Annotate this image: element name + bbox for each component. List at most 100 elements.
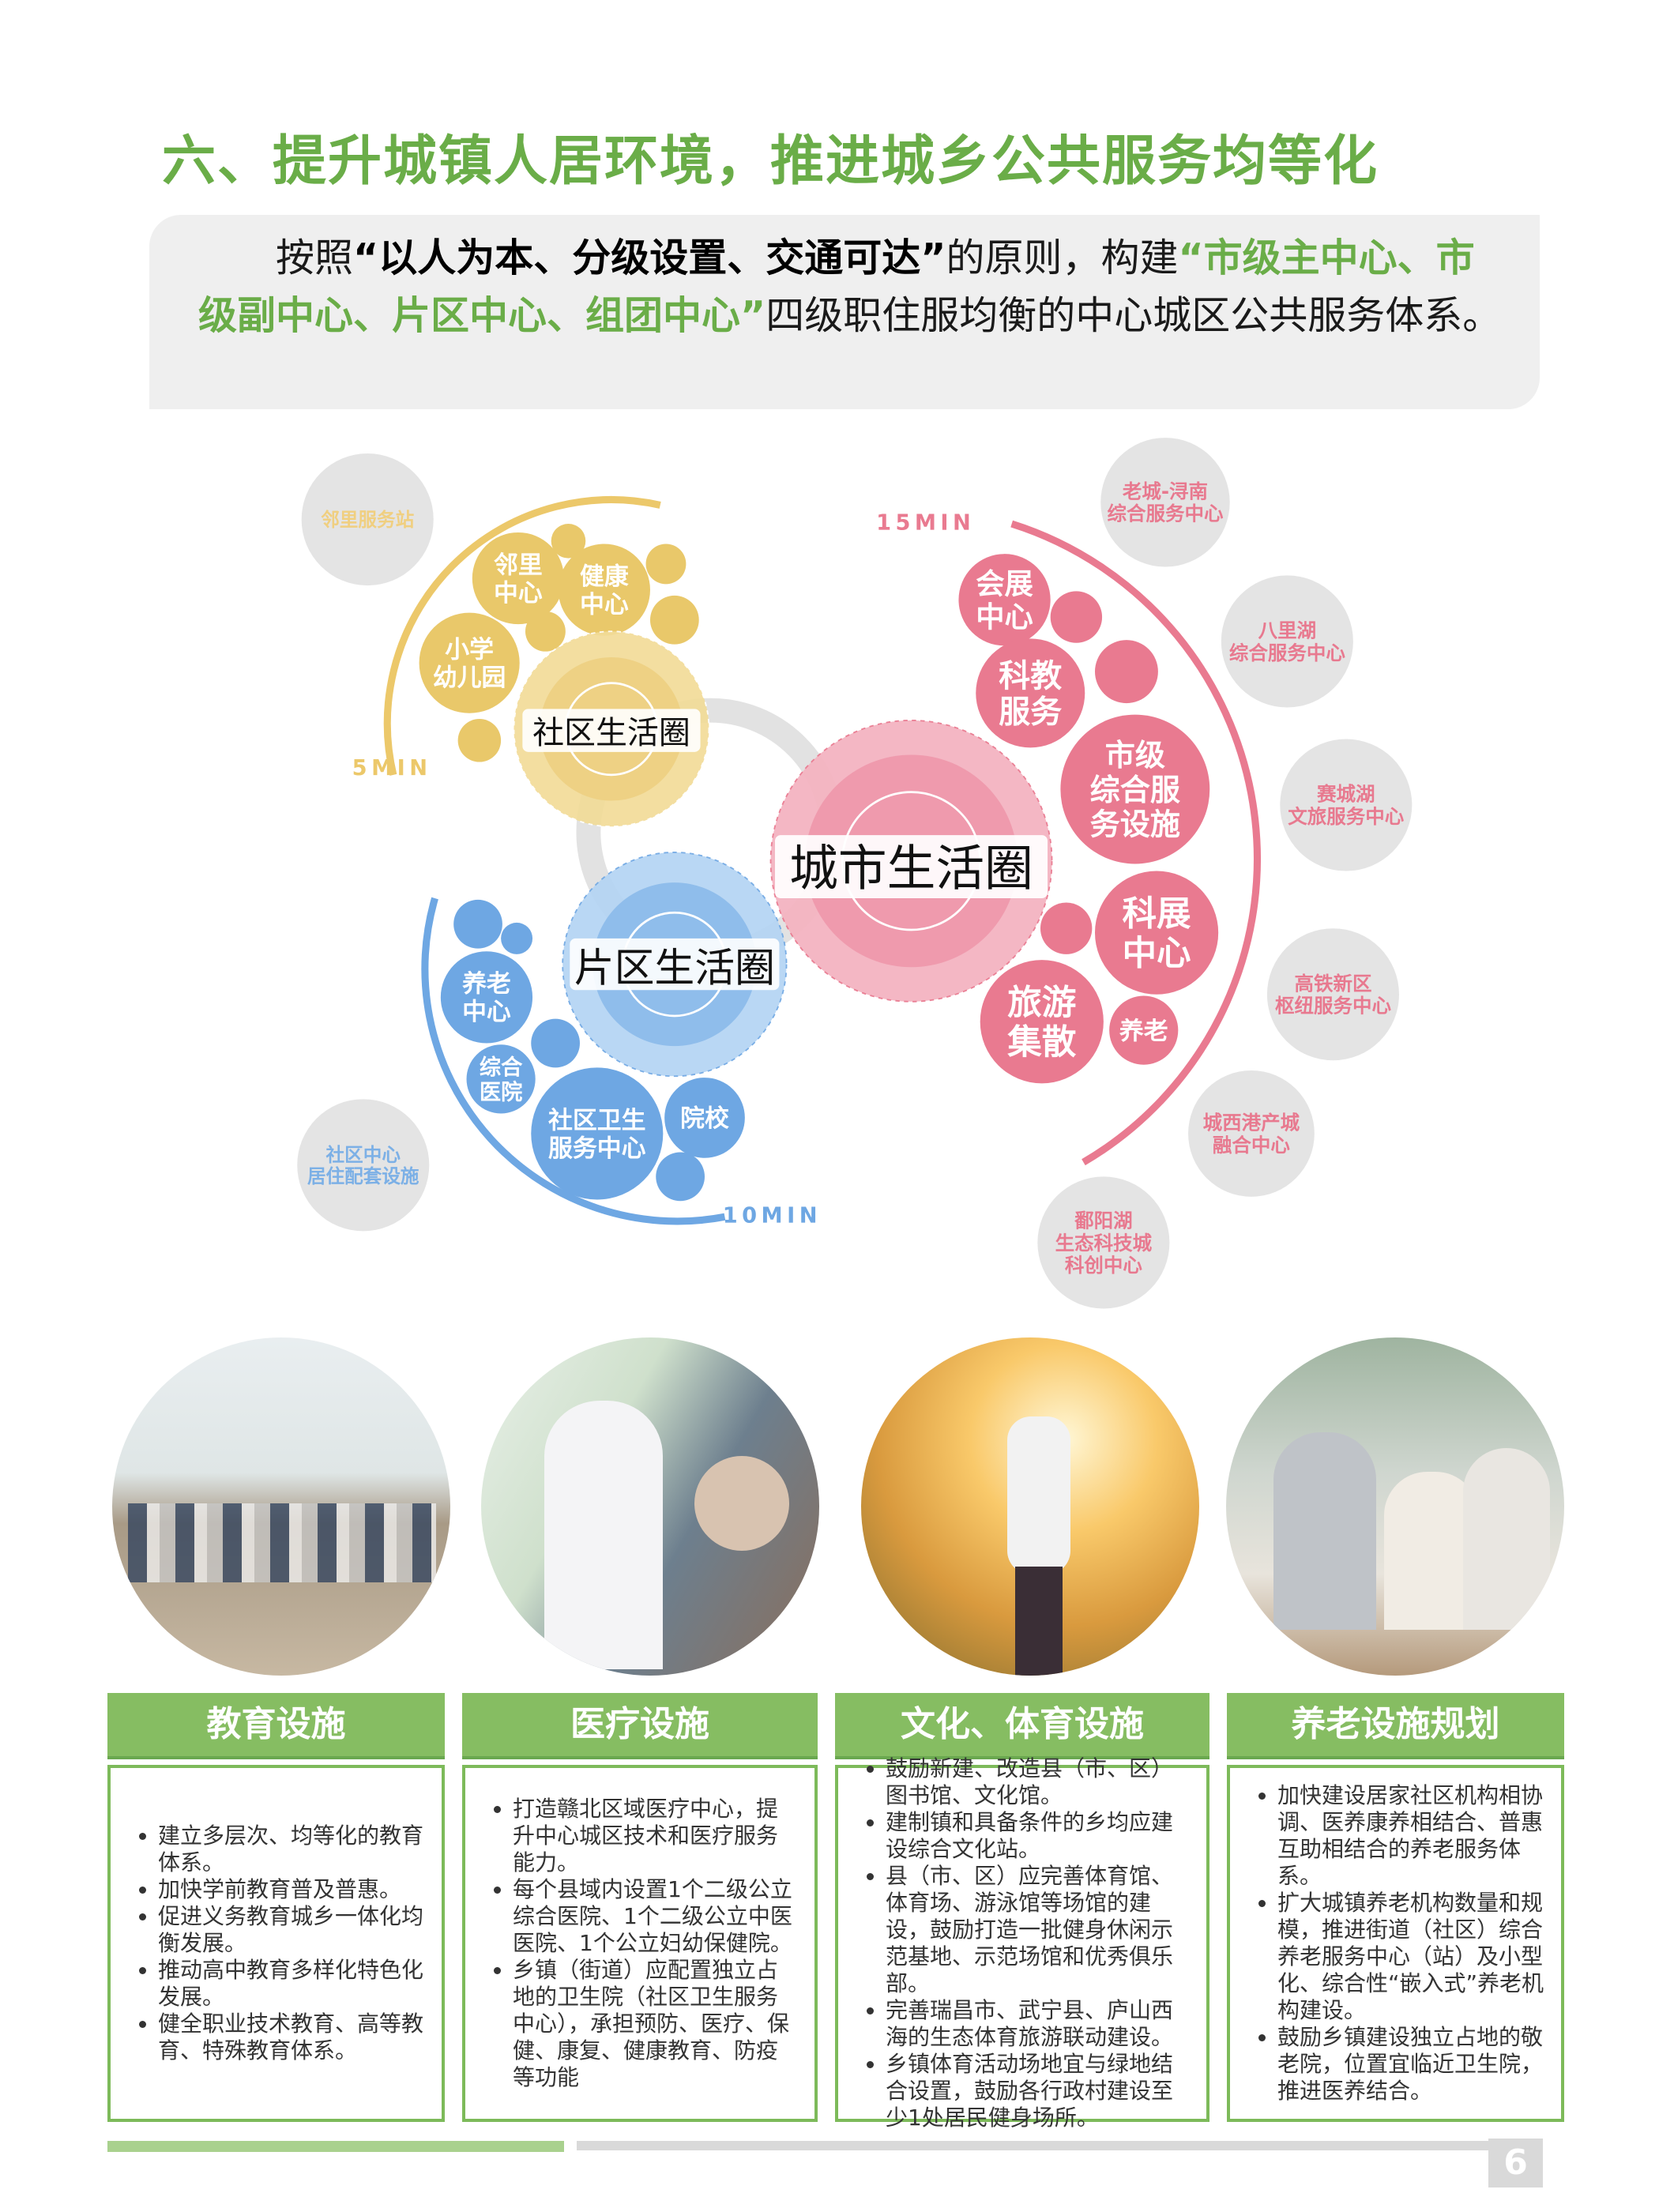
- outer-center: 邻里服务站: [301, 453, 434, 586]
- footer-bar-gray: [577, 2141, 1543, 2150]
- blue-small-bubble: [501, 922, 533, 954]
- yellow-small-bubble-shape: [525, 611, 566, 652]
- blue-small-bubble-shape: [531, 1018, 580, 1068]
- outer-center-label: 邻里服务站: [321, 509, 414, 531]
- yellow-small-bubble-shape: [645, 544, 687, 585]
- card-body: 建立多层次、均等化的教育体系。加快学前教育普及普惠。促进义务教育城乡一体化均衡发…: [107, 1765, 445, 2122]
- life-circle-diagram: 邻里服务站社区中心居住配套设施老城-浔南综合服务中心八里湖综合服务中心赛城湖文旅…: [297, 438, 1413, 1309]
- blue-bubble-label: 医院: [480, 1079, 522, 1104]
- label-10min: 10MIN: [723, 1204, 822, 1228]
- card-title: 教育设施: [107, 1693, 445, 1759]
- pink-bubble-label: 综合服: [1090, 773, 1181, 807]
- blue-small-bubble-shape: [656, 1152, 705, 1202]
- blue-bubble-label: 中心: [462, 998, 511, 1026]
- yellow-bubble-label: 邻里: [494, 551, 543, 579]
- intro-principle: “以人为本、分级设置、交通可达”: [353, 235, 946, 280]
- pink-bubble-label: 科教: [999, 658, 1062, 694]
- label-5min: 5MIN: [352, 756, 432, 781]
- pink-bubble-shape: [1094, 871, 1219, 995]
- card-list-item: 鼓励新建、改造县（市、区）图书馆、文化馆。: [886, 1755, 1191, 1809]
- pink-small-bubble-shape: [1040, 902, 1093, 954]
- yellow-small-bubble-shape: [649, 595, 699, 645]
- outer-center-label: 城西港产城: [1203, 1112, 1300, 1134]
- blue-bubble-label: 服务中心: [548, 1134, 646, 1163]
- card-list: 打造赣北区域医疗中心，提升中心城区技术和医疗服务能力。每个县域内设置1个二级公立…: [465, 1796, 814, 2091]
- blue-small-bubble: [453, 899, 502, 949]
- pink-small-bubble-shape: [1094, 640, 1158, 704]
- community-circle: 社区生活圈: [513, 630, 710, 828]
- pink-bubble-shape: [976, 638, 1085, 748]
- outer-center-label: 综合服务中心: [1229, 641, 1345, 664]
- blue-small-bubble: [531, 1018, 580, 1068]
- pink-bubble-label: 服务: [999, 694, 1062, 731]
- pink-small-bubble-shape: [1050, 591, 1103, 643]
- outer-center-label: 综合服务中心: [1107, 502, 1223, 525]
- outer-center-shape: [1221, 575, 1353, 708]
- outer-center-label: 文旅服务中心: [1288, 805, 1404, 828]
- blue-small-bubble-shape: [501, 922, 533, 954]
- blue-bubble: 社区卫生服务中心: [531, 1067, 664, 1200]
- outer-center-label: 鄱阳湖: [1074, 1209, 1132, 1232]
- pink-bubble-label: 务设施: [1090, 807, 1180, 842]
- blue-bubble: 院校: [664, 1078, 745, 1158]
- pink-small-bubble: [1094, 640, 1158, 704]
- card-title: 文化、体育设施: [835, 1693, 1209, 1759]
- pink-bubble-shape: [1109, 995, 1179, 1065]
- photo-medical: [481, 1337, 819, 1676]
- pink-bubble-label: 集散: [1006, 1023, 1077, 1063]
- blue-bubble-shape: [664, 1078, 745, 1158]
- card-list: 鼓励新建、改造县（市、区）图书馆、文化馆。建制镇和具备条件的乡均应建设综合文化站…: [838, 1755, 1206, 2131]
- pink-bubble: 养老: [1109, 995, 1179, 1065]
- blue-bubble: 综合医院: [466, 1044, 536, 1114]
- blue-bubble-label: 养老: [462, 970, 511, 999]
- photo-running: [861, 1337, 1199, 1676]
- card-list-item: 促进义务教育城乡一体化均衡发展。: [158, 1903, 426, 1957]
- outer-center-shape: [301, 453, 434, 586]
- pink-bubble-label: 会展: [976, 566, 1033, 600]
- pink-small-bubble: [1050, 591, 1103, 643]
- outer-center-label: 八里湖: [1258, 619, 1317, 642]
- intro-mid: 的原则，构建: [946, 235, 1179, 280]
- card-list-item: 完善瑞昌市、武宁县、庐山西海的生态体育旅游联动建设。: [886, 1997, 1191, 2051]
- card-list-item: 健全职业技术教育、高等教育、特殊教育体系。: [158, 2011, 426, 2064]
- yellow-small-bubble: [649, 595, 699, 645]
- yellow-bubble-shape: [472, 532, 565, 625]
- outer-centers: 邻里服务站社区中心居住配套设施老城-浔南综合服务中心八里湖综合服务中心赛城湖文旅…: [297, 438, 1413, 1309]
- blue-bubble-shape: [466, 1044, 536, 1114]
- card-body: 鼓励新建、改造县（市、区）图书馆、文化馆。建制镇和具备条件的乡均应建设综合文化站…: [835, 1755, 1209, 2131]
- pink-bubble-shape: [980, 960, 1104, 1084]
- card-list-item: 乡镇体育活动场地宜与绿地结合设置，鼓励各行政村建设至少1处居民健身场所。: [886, 2051, 1191, 2131]
- pink-bubble-shape: [958, 554, 1051, 646]
- pink-bubble-label: 养老: [1119, 1017, 1168, 1045]
- arc-15min: [1010, 520, 1261, 1166]
- card-list-item: 加快建设居家社区机构相协调、医养康养相结合、普惠互助相结合的养老服务体系。: [1277, 1782, 1545, 1890]
- card-list-item: 县（市、区）应完善体育馆、体育场、游泳馆等场馆的建设，鼓励打造一批健身休闲示范基…: [886, 1863, 1191, 1997]
- blue-small-bubble: [656, 1152, 705, 1202]
- blue-bubble-label: 综合: [480, 1055, 523, 1080]
- pink-bubble-label: 市级: [1105, 738, 1165, 773]
- district-circle-label: 片区生活圈: [574, 944, 775, 991]
- outer-center-shape: [1037, 1176, 1170, 1309]
- arc-5min: [383, 496, 661, 776]
- outer-center-shape: [297, 1099, 430, 1232]
- city-circle-label: 城市生活圈: [789, 841, 1033, 897]
- card-list-item: 乡镇（街道）应配置独立占地的卫生院（社区卫生服务中心），承担预防、医疗、保健、康…: [513, 1957, 799, 2091]
- outer-center-label: 居住配套设施: [307, 1165, 419, 1187]
- card-list-item: 加快学前教育普及普惠。: [158, 1876, 426, 1903]
- outer-center-label: 科创中心: [1065, 1254, 1142, 1277]
- district-circle: 片区生活圈: [562, 852, 788, 1078]
- pink-bubble-label: 科展: [1122, 894, 1191, 934]
- pink-bubble-shape: [1060, 714, 1210, 864]
